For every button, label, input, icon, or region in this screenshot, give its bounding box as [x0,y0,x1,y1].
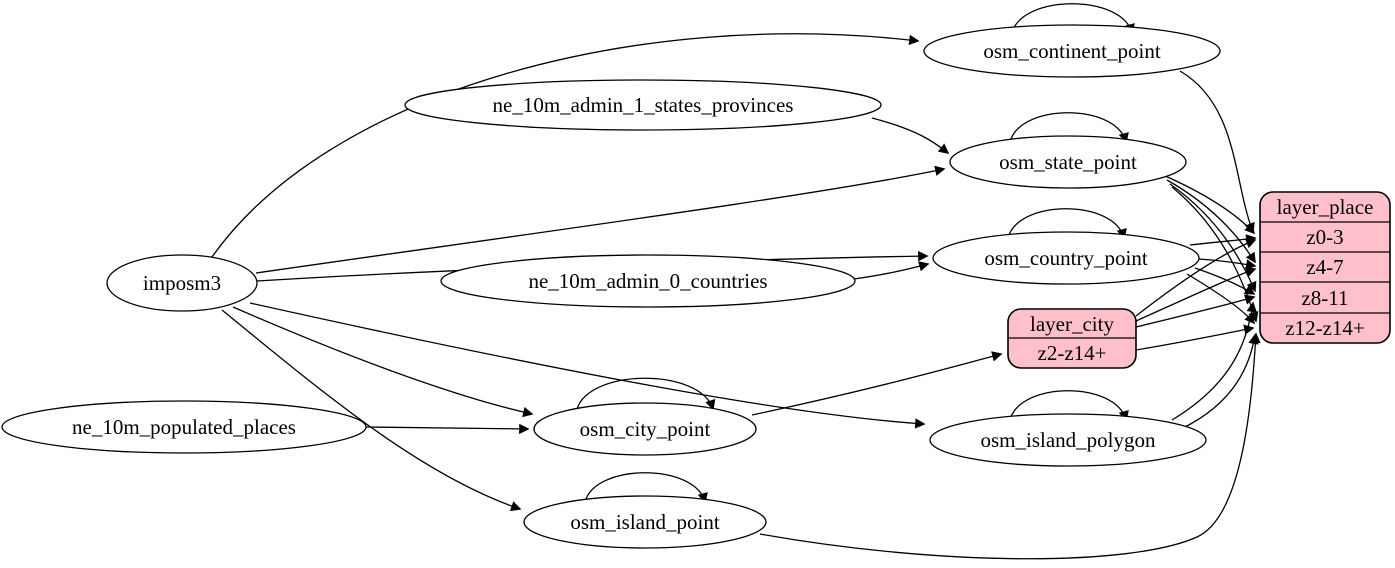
layer-place-row-z8-11: z8-11 [1301,286,1348,310]
edge-layer-city-z4-7 [1135,267,1257,322]
self-loop-island-polygon [1009,390,1129,422]
layer-place-box [1259,191,1391,344]
ne-admin0-label: ne_10m_admin_0_countries [528,269,767,293]
edge-layer-city-z8-11 [1135,294,1256,328]
country-label: osm_country_point [984,246,1147,270]
node-ne-10m-admin-1-states-provinces: ne_10m_admin_1_states_provinces [404,79,882,131]
node-osm-continent-point: osm_continent_point [923,24,1221,78]
edge-layer-city-z12-z14 [1135,324,1255,351]
edge-country-z8-11 [1194,267,1256,295]
edge-imposm3-state [255,165,946,274]
island-point-ellipse [523,495,767,549]
ne-places-label: ne_10m_populated_places [72,415,296,439]
edge-island-polygon-z12-z14 [1182,333,1259,429]
node-osm-country-point: osm_country_point [932,231,1200,285]
edge-ne-places-city [365,423,530,435]
layer-city-title: layer_city [1030,312,1114,336]
edge-ne-admin1-state [871,117,950,154]
edge-state-z8-11 [1169,183,1257,293]
layer-place-row-z4-7: z4-7 [1306,255,1343,279]
layer-city-row-z2-z14: z2-z14+ [1038,341,1107,365]
node-osm-state-point: osm_state_point [949,135,1187,189]
self-loop-island-point [584,472,708,504]
city-ellipse [533,402,757,456]
edge-island-point-z12-z14 [759,332,1261,560]
country-ellipse [932,231,1200,285]
self-loop-continent [1011,3,1135,35]
ne-admin1-label: ne_10m_admin_1_states_provinces [493,93,794,117]
edge-imposm3-island-polygon [249,302,926,429]
node-ne-10m-admin-0-countries: ne_10m_admin_0_countries [440,254,856,308]
edge-imposm3-city [232,306,534,418]
edge-layer-city-z0-3 [1135,238,1257,317]
node-osm-city-point: osm_city_point [533,402,757,456]
edge-country-z12-z14 [1186,273,1255,325]
edge-city-layer-city [751,351,1003,416]
edge-state-z4-7 [1166,179,1256,264]
edge-ne-admin0-country [853,261,930,280]
node-osm-island-polygon: osm_island_polygon [929,413,1207,467]
layer-place-row-z0-3: z0-3 [1306,225,1343,249]
record-layer-city: layer_city z2-z14+ [1007,308,1137,369]
continent-ellipse [923,24,1221,78]
layer-place-title: layer_place [1277,195,1374,219]
island-point-label: osm_island_point [570,510,720,534]
ne-admin0-ellipse [440,254,856,308]
edge-layer [211,3,1261,560]
island-polygon-label: osm_island_polygon [980,428,1156,452]
self-loop-city [576,377,716,411]
edge-continent-z0-3 [1179,70,1255,234]
node-ne-10m-populated-places: ne_10m_populated_places [1,400,367,454]
edge-island-polygon-z8-11 [1171,301,1257,421]
island-polygon-ellipse [929,413,1207,467]
node-imposm3: imposm3 [106,254,258,312]
edge-imposm3-continent [211,33,920,258]
ne-places-ellipse [1,400,367,454]
self-loop-country [1007,208,1127,240]
node-osm-island-point: osm_island_point [523,495,767,549]
record-layer-place: layer_place z0-3 z4-7 z8-11 z12-z14+ [1259,191,1391,344]
layer-place-row-z12-z14: z12-z14+ [1285,316,1364,340]
city-label: osm_city_point [580,417,711,441]
self-loop-state [1009,112,1129,144]
state-ellipse [949,135,1187,189]
continent-label: osm_continent_point [983,39,1160,63]
ne-admin1-ellipse [404,79,882,131]
imposm3-ellipse [106,254,258,312]
state-label: osm_state_point [999,150,1137,174]
imposm3-label: imposm3 [143,271,221,295]
edge-state-z0-3 [1162,174,1256,235]
edge-country-z4-7 [1198,258,1257,270]
